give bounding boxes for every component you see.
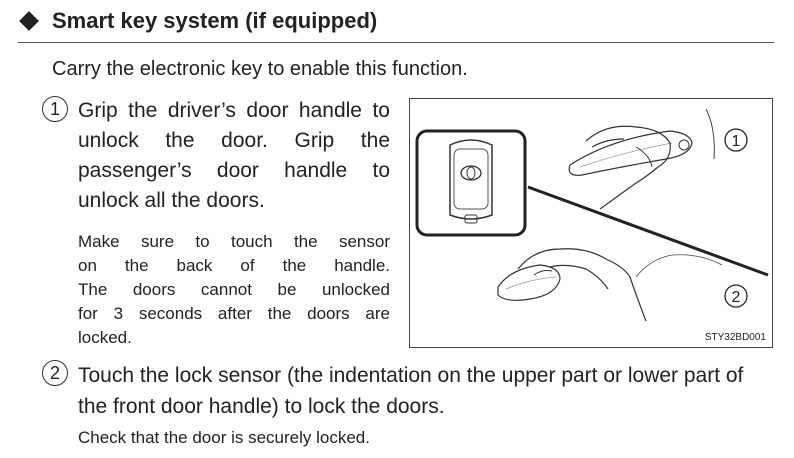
step-1-note-line: on the back of the handle.: [78, 256, 390, 275]
door-handle-grip-icon: [568, 125, 693, 210]
callout-2: 2: [732, 289, 741, 306]
step-1-text: Grip the driver’s door handle to unlock …: [78, 99, 390, 212]
section-heading: Smart key system (if equipped): [18, 6, 774, 43]
step-2-note: Check that the door is securely locked.: [78, 428, 370, 447]
step-1-note-line: locked.: [78, 328, 132, 347]
step-1-note-line: for 3 seconds after the doors are: [78, 304, 390, 323]
intro-text: Carry the electronic key to enable this …: [52, 58, 468, 80]
figure-code: STY32BD001: [704, 332, 766, 343]
diamond-bullet-icon: [19, 11, 39, 31]
step-1-note: Make sure to touch the sensor on the bac…: [78, 230, 390, 350]
step-1-note-line: Make sure to touch the sensor: [78, 232, 390, 251]
step-2-number: 2: [42, 360, 68, 386]
step-2-text: Touch the lock sensor (the indentation o…: [78, 364, 744, 418]
callout-1: 1: [732, 133, 741, 150]
door-handle-touch-icon: [497, 248, 723, 322]
illustration: 1 2 STY32BD001: [409, 98, 773, 348]
section-title: Smart key system (if equipped): [52, 8, 378, 33]
illustration-drawing: 1 2: [415, 108, 769, 322]
electronic-key-icon: [415, 129, 527, 237]
step-1-note-line: The doors cannot be unlocked: [78, 280, 390, 299]
step-1-number: 1: [42, 96, 68, 122]
